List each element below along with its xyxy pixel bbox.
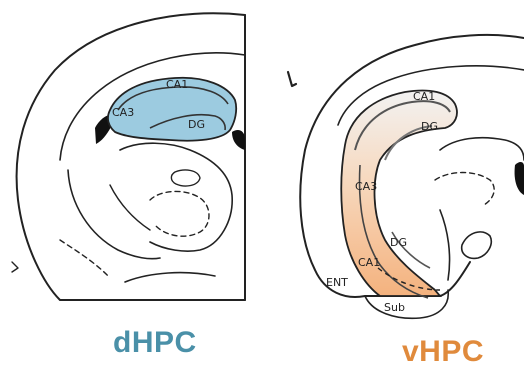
ventral-ca1-bottom-label: CA1 xyxy=(358,256,380,269)
dorsal-thalamus-outline xyxy=(120,143,232,251)
ventral-right-structure xyxy=(440,138,524,160)
dhpc-title: dHPC xyxy=(113,326,197,360)
ventral-ent-label: ENT xyxy=(326,276,348,289)
dorsal-ca3-label: CA3 xyxy=(112,106,134,119)
ventral-lower-curve xyxy=(440,210,450,280)
ventral-dashed-region xyxy=(435,173,494,207)
dorsal-ventricle-right xyxy=(232,130,245,150)
dorsal-left-notch xyxy=(12,262,18,272)
ventral-ca1-top-label: CA1 xyxy=(413,90,435,103)
ventral-outer-contour xyxy=(300,35,524,297)
dorsal-fiber-tract xyxy=(68,170,160,259)
dorsal-ca1-label: CA1 xyxy=(166,78,188,91)
dorsal-internal-line xyxy=(110,185,150,230)
dorsal-brain-section xyxy=(12,13,245,300)
ventral-ca3-label: CA3 xyxy=(355,180,377,193)
ventral-sub-label: Sub xyxy=(384,301,405,314)
ventral-marker xyxy=(288,72,296,86)
dorsal-dashed-lower xyxy=(60,240,110,278)
dorsal-outer-contour xyxy=(17,13,245,300)
dorsal-dashed-region xyxy=(150,191,209,236)
dorsal-small-oval xyxy=(171,170,200,186)
ventral-ventricle xyxy=(515,162,524,195)
ventral-oval xyxy=(462,232,492,259)
dorsal-ventral-curve xyxy=(125,273,215,282)
ventral-dg-bottom-label: DG xyxy=(390,236,407,249)
ventral-dg-top-label: DG xyxy=(421,120,438,133)
vhpc-title: vHPC xyxy=(402,335,484,369)
dorsal-dg-label: DG xyxy=(188,118,205,131)
